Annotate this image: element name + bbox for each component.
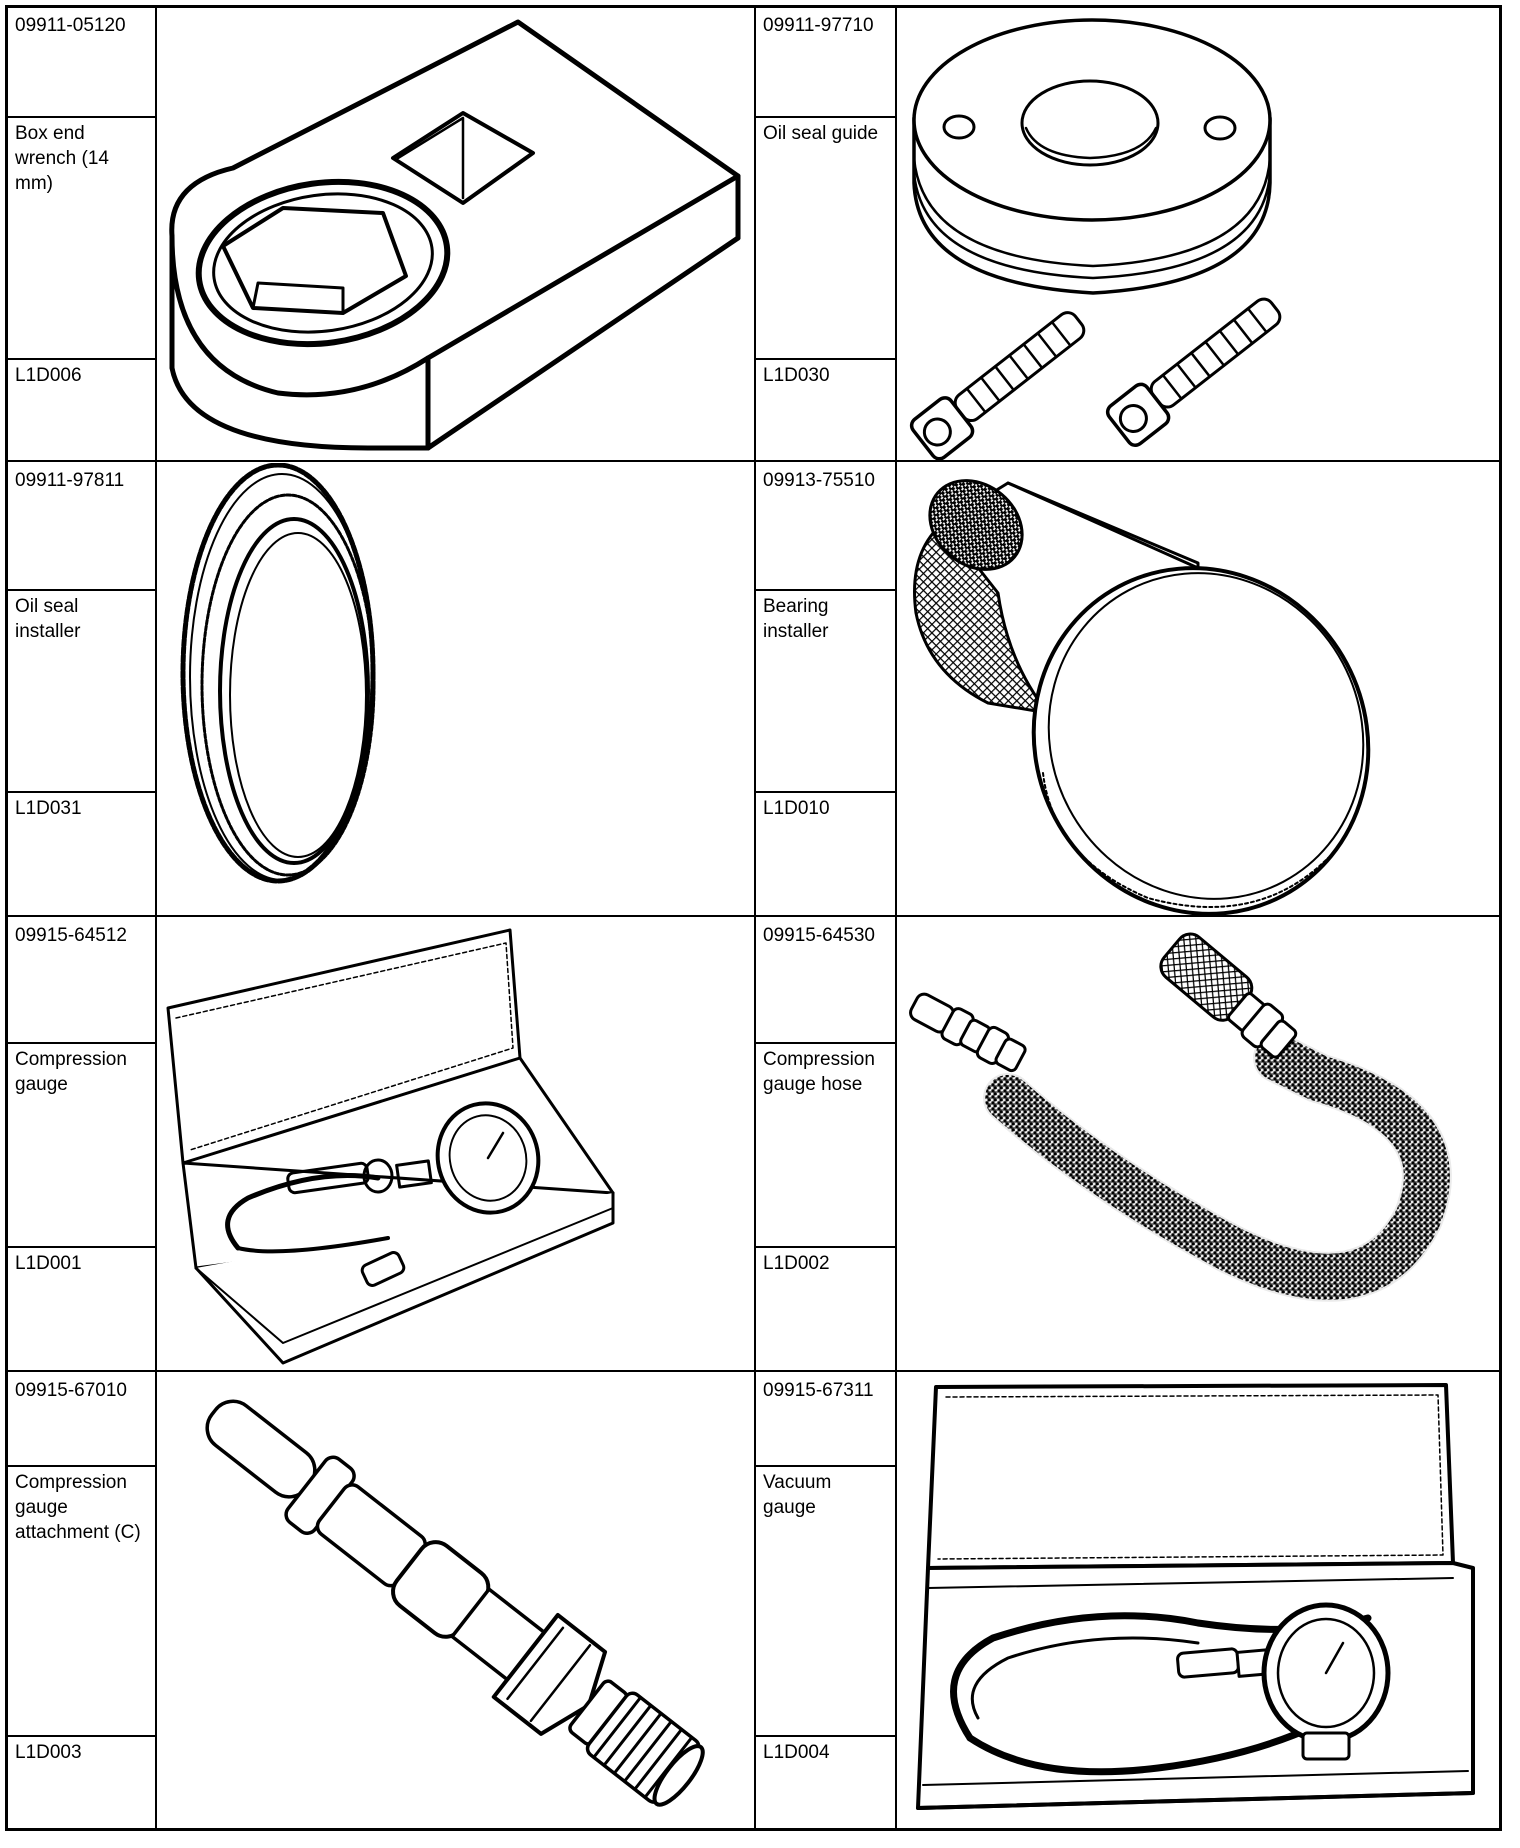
tool-reference-code: L1D030 bbox=[763, 365, 830, 386]
tool-label-column: 09915-64512 Compression gauge L1D001 bbox=[8, 918, 156, 1370]
table-divider bbox=[8, 1735, 156, 1737]
table-divider bbox=[8, 1042, 156, 1044]
table-divider bbox=[8, 1465, 156, 1467]
tool-name: Bearing installer bbox=[763, 596, 829, 642]
compression-gauge-hose-illustration bbox=[898, 918, 1499, 1370]
tool-name: Oil seal guide bbox=[763, 123, 879, 144]
table-divider bbox=[756, 1465, 896, 1467]
table-divider bbox=[8, 915, 1499, 917]
oil-seal-guide-illustration bbox=[898, 8, 1499, 460]
tool-part-number: 09911-97710 bbox=[763, 15, 874, 36]
table-divider bbox=[8, 460, 1499, 462]
tool-name: Compression gauge bbox=[15, 1049, 127, 1095]
compression-gauge-attachment-illustration bbox=[158, 1373, 754, 1828]
bearing-installer-illustration bbox=[898, 463, 1499, 915]
tool-part-number: 09915-64530 bbox=[763, 925, 875, 946]
table-divider bbox=[8, 1246, 156, 1248]
tool-reference-code: L1D004 bbox=[763, 1742, 830, 1763]
tool-label-column: 09913-75510 Bearing installer L1D010 bbox=[756, 463, 896, 915]
table-divider bbox=[756, 1735, 896, 1737]
box-end-wrench-illustration bbox=[158, 8, 754, 460]
tool-reference-code: L1D006 bbox=[15, 365, 82, 386]
tool-name: Box end wrench (14 mm) bbox=[15, 123, 109, 194]
tool-part-number: 09911-05120 bbox=[15, 15, 126, 36]
tool-reference-code: L1D003 bbox=[15, 1742, 82, 1763]
tool-part-number: 09915-67311 bbox=[763, 1380, 874, 1401]
compression-gauge-illustration bbox=[158, 918, 754, 1370]
tool-reference-code: L1D001 bbox=[15, 1253, 82, 1274]
table-divider bbox=[754, 8, 756, 1828]
tool-part-number: 09911-97811 bbox=[15, 470, 125, 491]
tool-name: Vacuum gauge bbox=[763, 1472, 832, 1518]
table-divider bbox=[8, 589, 156, 591]
table-divider bbox=[8, 1370, 1499, 1372]
tool-label-column: 09911-97710 Oil seal guide L1D030 bbox=[756, 8, 896, 460]
tool-label-column: 09915-64530 Compression gauge hose L1D00… bbox=[756, 918, 896, 1370]
table-divider bbox=[756, 589, 896, 591]
table-divider bbox=[756, 1246, 896, 1248]
tool-name: Oil seal installer bbox=[15, 596, 81, 642]
table-divider bbox=[8, 791, 156, 793]
table-divider bbox=[8, 358, 156, 360]
special-tools-table: 09911-05120 Box end wrench (14 mm) L1D00… bbox=[5, 5, 1502, 1831]
table-divider bbox=[8, 116, 156, 118]
tool-label-column: 09911-05120 Box end wrench (14 mm) L1D00… bbox=[8, 8, 156, 460]
tool-part-number: 09915-64512 bbox=[15, 925, 127, 946]
tool-name: Compression gauge hose bbox=[763, 1049, 875, 1095]
tool-name: Compression gauge attachment (C) bbox=[15, 1472, 141, 1543]
table-divider bbox=[895, 8, 897, 1828]
table-divider bbox=[756, 116, 896, 118]
table-divider bbox=[756, 358, 896, 360]
tool-reference-code: L1D010 bbox=[763, 798, 830, 819]
tool-part-number: 09913-75510 bbox=[763, 470, 875, 491]
tool-reference-code: L1D002 bbox=[763, 1253, 830, 1274]
tool-part-number: 09915-67010 bbox=[15, 1380, 127, 1401]
table-divider bbox=[756, 1042, 896, 1044]
oil-seal-installer-illustration bbox=[158, 463, 754, 915]
table-divider bbox=[756, 791, 896, 793]
vacuum-gauge-illustration bbox=[898, 1373, 1499, 1828]
table-divider bbox=[155, 8, 157, 1828]
tool-reference-code: L1D031 bbox=[15, 798, 82, 819]
tool-label-column: 09915-67311 Vacuum gauge L1D004 bbox=[756, 1373, 896, 1828]
tool-label-column: 09915-67010 Compression gauge attachment… bbox=[8, 1373, 156, 1828]
tool-label-column: 09911-97811 Oil seal installer L1D031 bbox=[8, 463, 156, 915]
